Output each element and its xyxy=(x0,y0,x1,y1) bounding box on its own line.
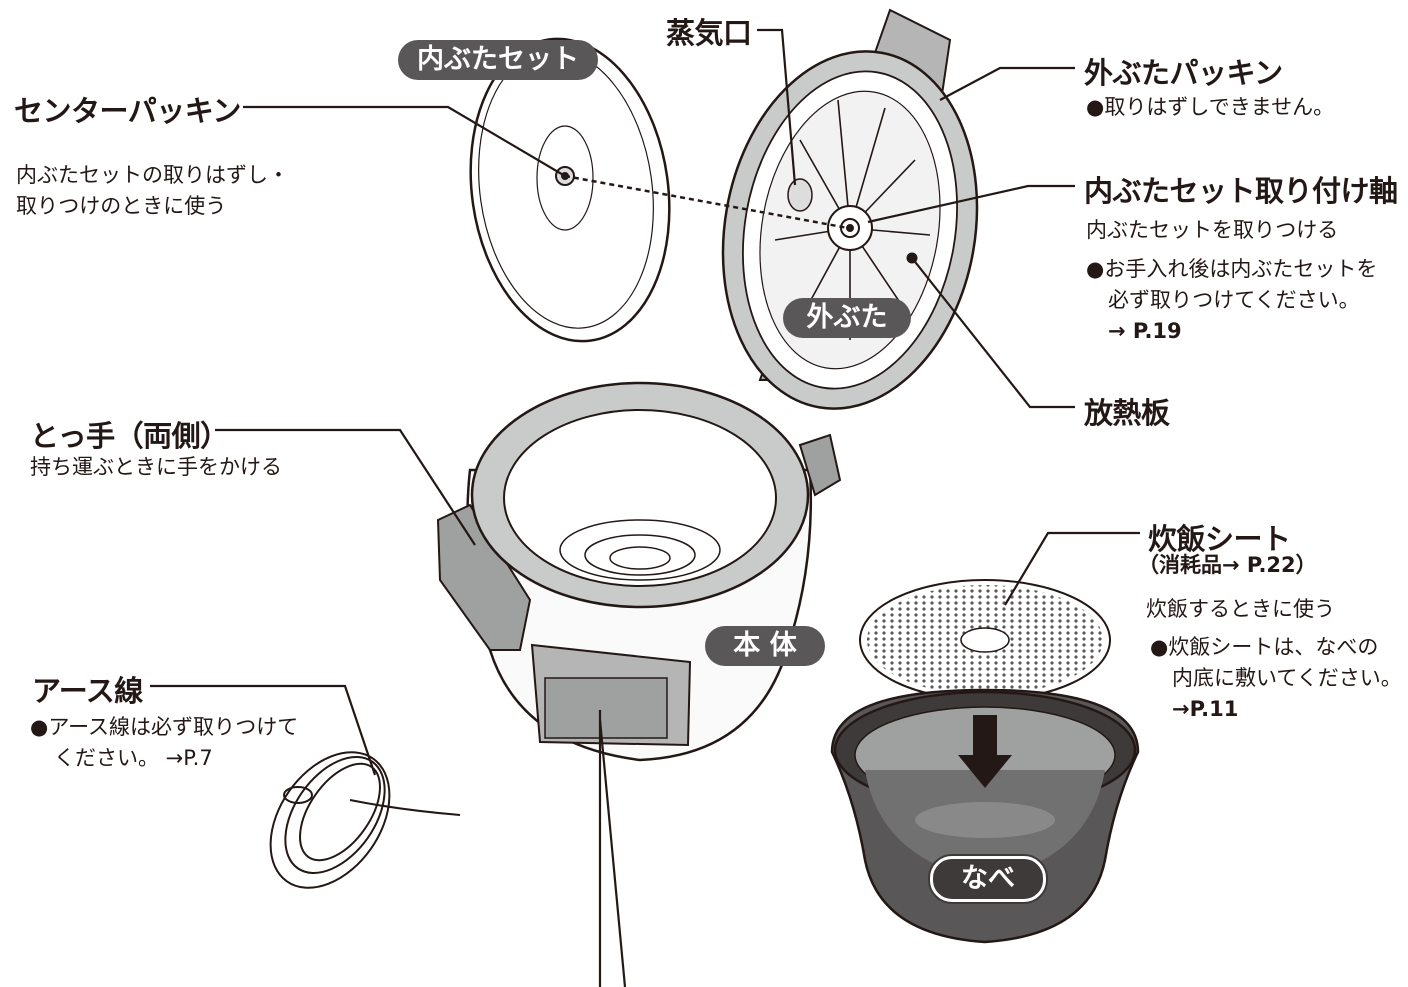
inner-lid-shaft-note-2: 必ず取りつけてください。 xyxy=(1108,288,1360,312)
rice-sheet-desc: 炊飯するときに使う xyxy=(1146,597,1335,621)
center-packing-title: センターパッキン xyxy=(14,94,241,128)
down-arrow-icon xyxy=(958,715,1012,788)
handle-title: とっ手（両側） xyxy=(30,419,229,453)
rice-sheet-ref: →P.11 xyxy=(1172,697,1239,721)
center-packing-desc-2: 取りつけのときに使う xyxy=(16,194,227,218)
inner-lid-shaft-ref: → P.19 xyxy=(1108,319,1182,343)
ground-wire-title: アース線 xyxy=(32,674,143,708)
inner-lid-shaft-desc: 内ぶたセットを取りつける xyxy=(1086,218,1339,242)
main-body-illustration xyxy=(436,381,842,762)
outer-lid-packing-title: 外ぶたパッキン xyxy=(1084,56,1283,90)
rice-sheet-sub: （消耗品→ P.22） xyxy=(1138,553,1317,577)
handle-desc: 持ち運ぶときに手をかける xyxy=(30,455,282,479)
inner-lid-shaft-note-1: ●お手入れ後は内ぶたセットを xyxy=(1086,257,1378,281)
steam-vent-title: 蒸気口 xyxy=(666,16,752,50)
ground-wire-note-2: ください。 →P.7 xyxy=(54,746,213,770)
heat-plate-title: 放熱板 xyxy=(1084,396,1170,430)
outer-lid-illustration xyxy=(721,8,979,410)
rice-sheet-note-2: 内底に敷いてください。 xyxy=(1172,666,1402,690)
center-packing-desc-1: 内ぶたセットの取りはずし・ xyxy=(16,163,289,187)
badge-pot: なべ xyxy=(930,856,1046,902)
ground-wire-illustration xyxy=(269,751,461,889)
badge-body: 本 体 xyxy=(705,626,825,666)
badge-outer-lid: 外ぶた xyxy=(783,298,911,338)
inner-lid-shaft-title: 内ぶたセット取り付け軸 xyxy=(1084,174,1398,208)
outer-lid-packing-note: ●取りはずしできません。 xyxy=(1086,95,1335,119)
rice-sheet-title: 炊飯シート xyxy=(1148,522,1291,556)
rice-sheet-note-1: ●炊飯シートは、なべの xyxy=(1150,635,1379,659)
connector-dotted xyxy=(564,174,849,230)
leader-lines xyxy=(150,28,1140,987)
badge-inner-lid-set: 内ぶたセット xyxy=(398,40,598,80)
inner-lid-set-illustration xyxy=(469,37,671,343)
rice-sheet-illustration xyxy=(859,579,1111,701)
ground-wire-note-1: ●アース線は必ず取りつけて xyxy=(30,715,299,739)
